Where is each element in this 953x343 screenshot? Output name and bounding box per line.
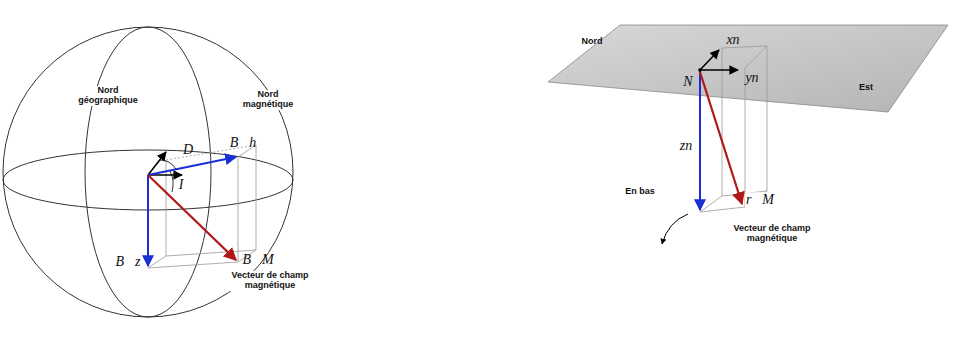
axis-label: Nord bbox=[581, 37, 604, 47]
axis-label: zn bbox=[679, 138, 693, 153]
projection-box bbox=[700, 46, 767, 212]
vector-label: B⃗M bbox=[241, 252, 274, 267]
caption-label: Vecteur de champ magnétique bbox=[219, 271, 321, 291]
vector-label: B⃗z bbox=[115, 254, 142, 269]
angle-label: I bbox=[178, 177, 185, 192]
vectors-left bbox=[148, 152, 236, 266]
axis-label: Est bbox=[858, 83, 874, 93]
caption-label: Vecteur de champ magnétique bbox=[721, 224, 823, 244]
direction-label: En bas bbox=[624, 187, 656, 197]
axis-label: Nord magnétique bbox=[235, 90, 301, 110]
origin-label: N bbox=[682, 74, 693, 89]
angle-label: D bbox=[182, 142, 194, 157]
axis-label: xn bbox=[725, 32, 740, 47]
axis-label: Nord géographique bbox=[72, 86, 144, 106]
vector-label: r⃗M bbox=[745, 192, 775, 207]
projection-box bbox=[148, 145, 256, 268]
vectors-right bbox=[662, 50, 742, 244]
axis-label: yn bbox=[744, 70, 759, 85]
horizontal-plane bbox=[548, 25, 948, 112]
vector-label: B⃗h bbox=[229, 135, 257, 150]
